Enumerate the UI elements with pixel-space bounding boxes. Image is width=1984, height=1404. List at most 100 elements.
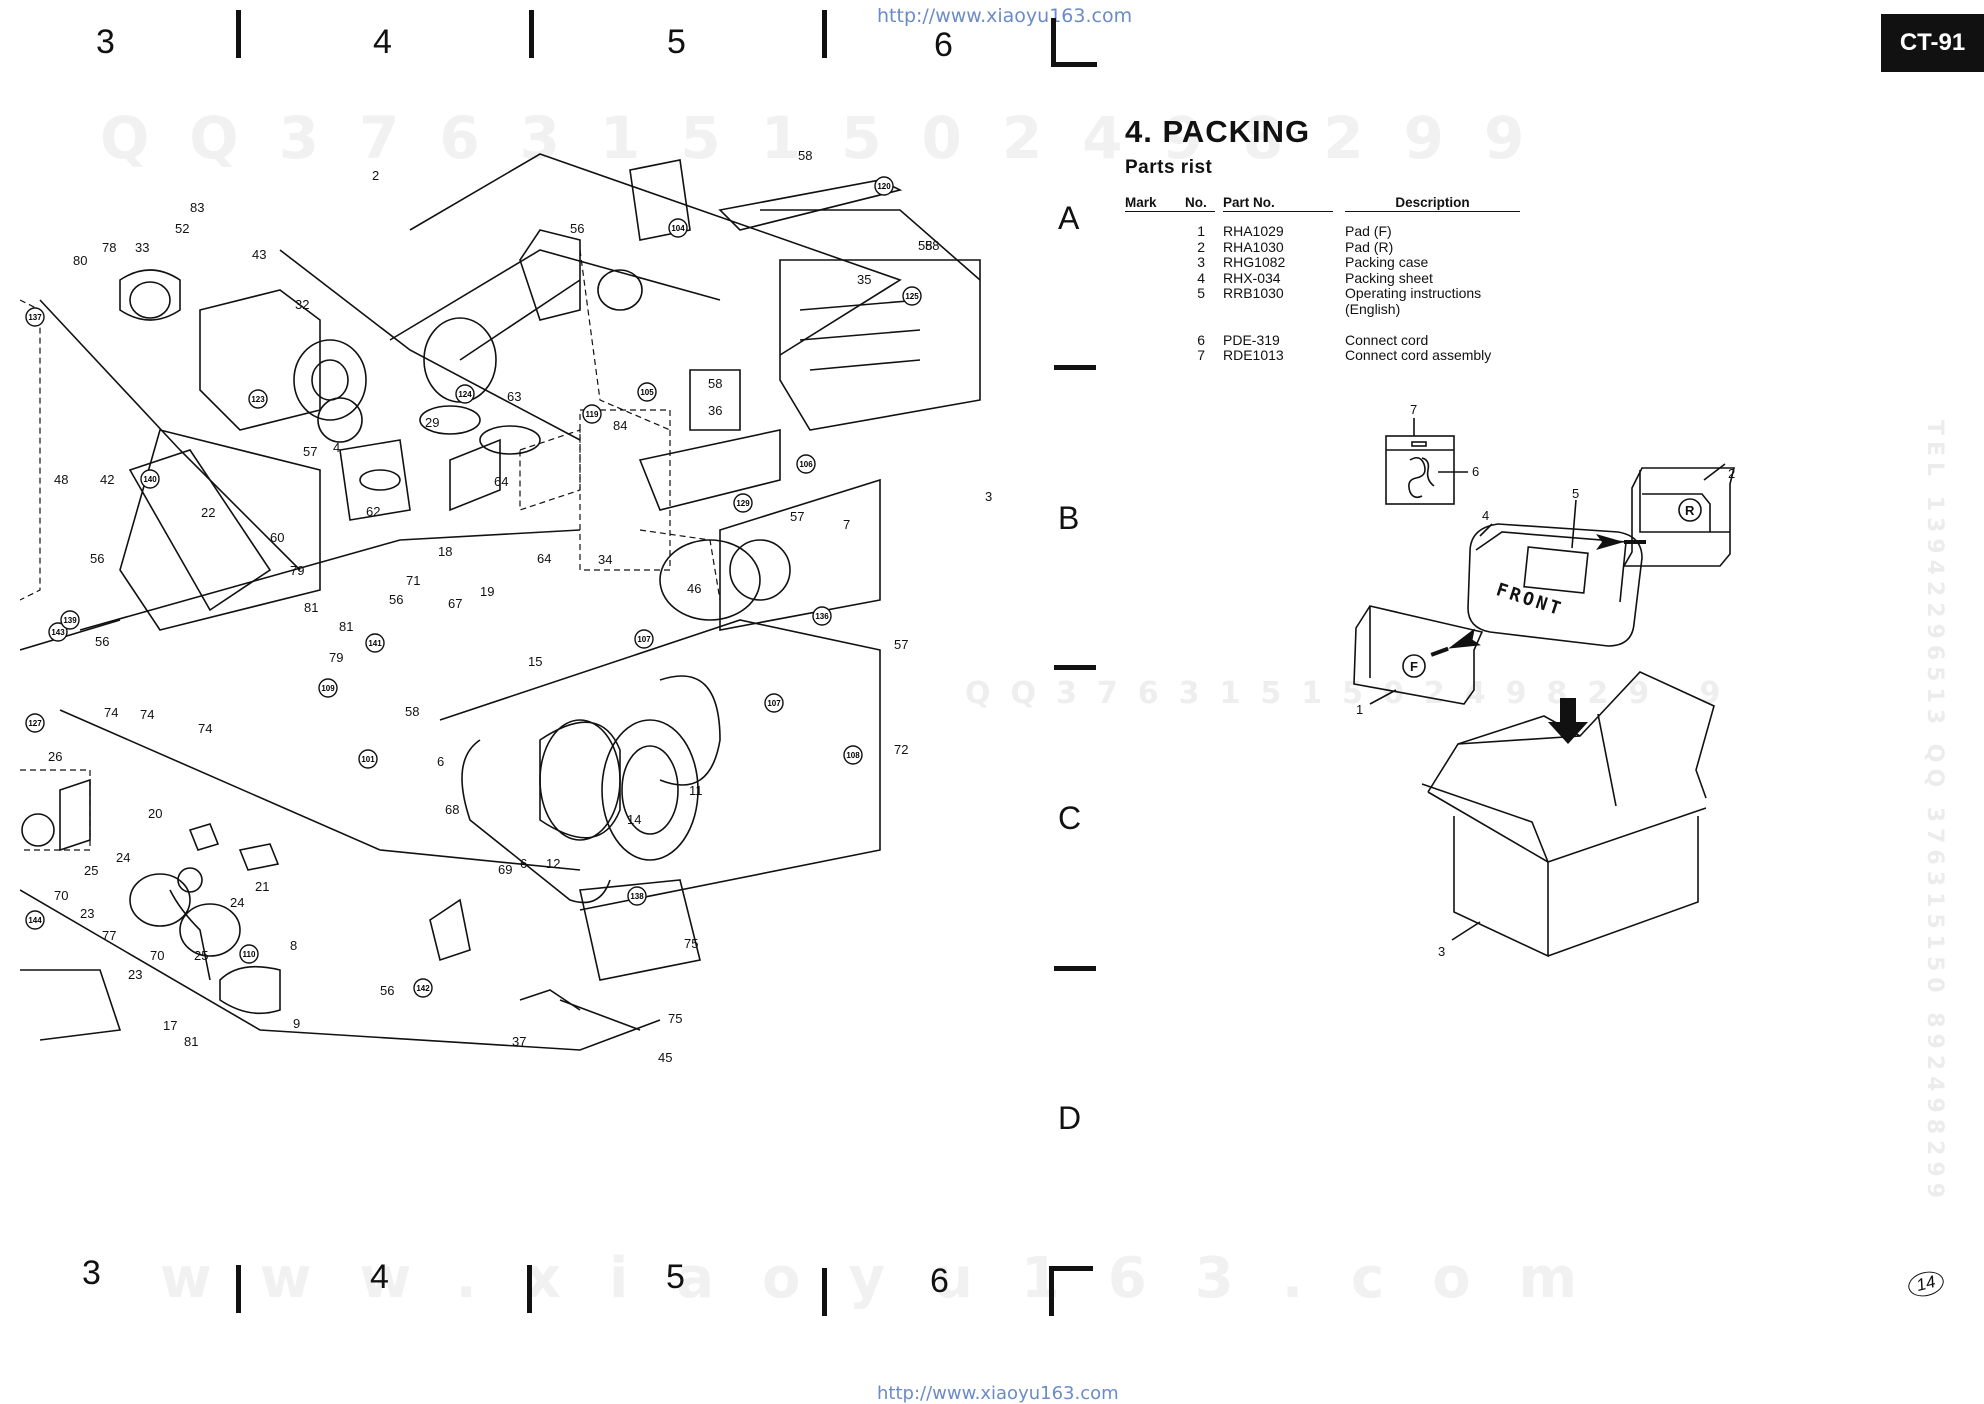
circled-callout: 119 <box>582 404 602 424</box>
watermark-top: QQ3763151502498299 <box>100 104 1565 172</box>
top-url[interactable]: http://www.xiaoyu163.com <box>877 5 1133 27</box>
pad-rear: R 2 <box>1622 463 1735 567</box>
callout-label: 26 <box>48 749 62 764</box>
callout-label: 58 <box>405 704 419 719</box>
callout-label: 75 <box>684 936 698 951</box>
callout-label: 9 <box>293 1016 300 1031</box>
row-letter-c: C <box>1058 800 1082 836</box>
callout-label: 64 <box>537 551 551 566</box>
circled-callout: 124 <box>455 384 475 404</box>
svg-text:119: 119 <box>586 410 599 419</box>
circled-callout: 109 <box>318 678 338 698</box>
pad-front: F 1 <box>1353 605 1484 717</box>
callout-label: 56 <box>389 592 403 607</box>
callout-label: 84 <box>613 418 627 433</box>
callout-label: 70 <box>54 888 68 903</box>
pad-rear-mark: R <box>1685 503 1695 518</box>
callout-1: 1 <box>1356 702 1363 717</box>
callout-label: 19 <box>480 584 494 599</box>
callout-label: 74 <box>198 721 212 736</box>
callout-label: 52 <box>175 221 189 236</box>
callout-label: 79 <box>329 650 343 665</box>
table-row: (English) <box>1345 300 1401 317</box>
callout-label: 34 <box>598 552 612 567</box>
circled-callout: 107 <box>634 629 654 649</box>
circled-callout: 144 <box>25 910 45 930</box>
callout-label: 71 <box>406 573 420 588</box>
svg-text:139: 139 <box>63 616 77 625</box>
svg-text:107: 107 <box>767 699 781 708</box>
svg-text:138: 138 <box>630 892 644 901</box>
callout-label: 70 <box>150 948 164 963</box>
arrow-up-right-icon <box>1430 628 1481 657</box>
callout-label: 20 <box>148 806 162 821</box>
svg-text:107: 107 <box>637 635 651 644</box>
callout-label: 11 <box>689 783 703 798</box>
svg-text:104: 104 <box>671 224 685 233</box>
column-divider-top-3 <box>822 10 827 58</box>
callout-label: 81 <box>304 600 318 615</box>
svg-text:123: 123 <box>251 395 265 404</box>
callout-label: 29 <box>425 415 439 430</box>
callout-label: 18 <box>438 544 452 559</box>
header-description: Description <box>1345 195 1520 212</box>
callout-label: 17 <box>163 1018 177 1033</box>
circled-callout: 105 <box>637 382 657 402</box>
circled-callout: 138 <box>627 886 647 906</box>
callout-label: 6 <box>437 754 444 769</box>
column-number-4-top: 4 <box>373 23 392 61</box>
bottom-url[interactable]: http://www.xiaoyu163.com <box>877 1383 1119 1404</box>
callout-label: 57 <box>303 444 317 459</box>
callout-label: 23 <box>128 967 142 982</box>
svg-text:129: 129 <box>736 499 750 508</box>
watermark-middle: QQ376315150249829 9 <box>965 676 1741 711</box>
row-letter-b: B <box>1058 500 1080 536</box>
circled-callout: 139 <box>60 610 80 630</box>
callout-label: 74 <box>104 705 118 720</box>
circled-callout: 141 <box>365 633 385 653</box>
svg-text:137: 137 <box>28 313 42 322</box>
callout-label: 24 <box>116 850 130 865</box>
front-label: FRONT <box>1494 579 1566 620</box>
circled-callout: 123 <box>248 389 268 409</box>
callout-label: 21 <box>255 879 269 894</box>
callout-label: 46 <box>687 581 701 596</box>
corner-mark-top <box>1051 18 1056 66</box>
callout-label: 15 <box>528 654 542 669</box>
packing-sheet-unit: 5 4 FRONT <box>1467 486 1643 647</box>
callout-label: 57 <box>790 509 804 524</box>
page-number: 14 <box>1905 1268 1947 1300</box>
callout-label: 7 <box>843 517 850 532</box>
column-divider-bottom-3 <box>822 1268 827 1316</box>
callout-label: 56 <box>90 551 104 566</box>
callout-label: 78 <box>102 240 116 255</box>
callout-label: 33 <box>135 240 149 255</box>
circled-callout: 101 <box>358 749 378 769</box>
watermark-side: TEL 13942296513 QQ 376315150 892498299 <box>1922 420 1947 1205</box>
callout-label: 60 <box>270 530 284 545</box>
exploded-frame <box>20 153 981 1051</box>
callout-label: 4 <box>333 440 340 455</box>
row-divider-2 <box>1054 665 1096 670</box>
table-row <box>1125 318 1520 333</box>
column-number-6-top: 6 <box>934 26 953 64</box>
callout-label: 72 <box>894 742 908 757</box>
circled-callout: 136 <box>812 606 832 626</box>
callout-label: 3 <box>985 489 992 504</box>
callout-label: 58 <box>918 238 932 253</box>
svg-text:108: 108 <box>846 751 860 760</box>
column-divider-top-1 <box>236 10 241 58</box>
corner-mark-bottom <box>1049 1266 1054 1316</box>
callout-4: 4 <box>1482 508 1489 523</box>
column-number-5-top: 5 <box>667 23 686 61</box>
callout-label: 58 <box>708 376 722 391</box>
exploded-parts <box>20 159 981 1041</box>
circled-callout: 110 <box>239 944 259 964</box>
circled-callout: 107 <box>764 693 784 713</box>
row-letter-a: A <box>1058 200 1080 236</box>
